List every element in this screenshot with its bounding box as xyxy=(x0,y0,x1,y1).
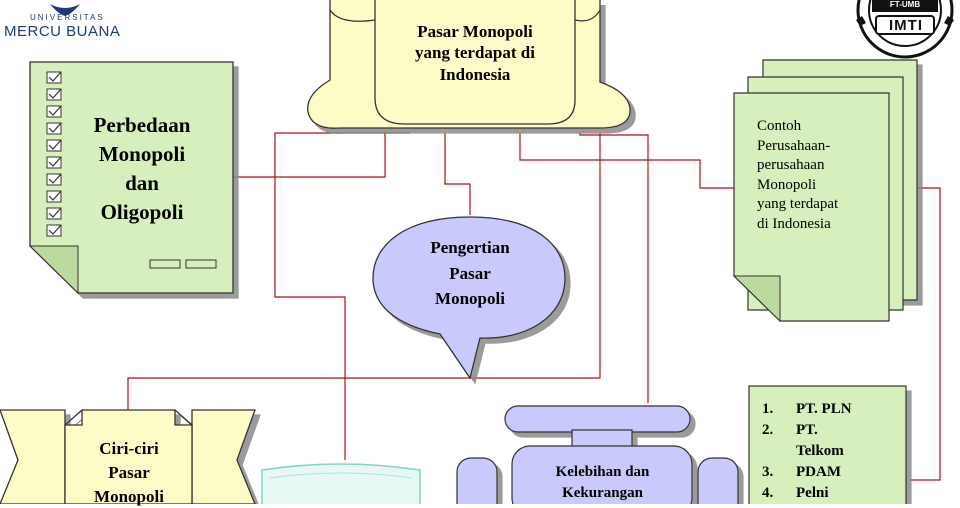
list-item-text: PT. xyxy=(796,422,818,438)
connector-to-bubble xyxy=(444,133,471,215)
connector-to-right-doc xyxy=(519,133,735,189)
list-item-text: Telkom xyxy=(796,443,844,459)
scroll-pasar-monopoli xyxy=(307,0,631,129)
doc-stack-contoh xyxy=(732,59,918,323)
label-kelebihan: Kelebihan dan Kekurangan xyxy=(555,464,650,501)
logo-right-name: IMTI xyxy=(889,17,923,34)
logo-right-fac: FT-UMB xyxy=(889,0,921,9)
connector-to-left-doc xyxy=(233,133,386,178)
connector-to-bottom-mid xyxy=(274,132,410,460)
list-item: 3. PDAM xyxy=(762,462,902,483)
label-perbedaan: Perbedaan Monopoli dan Oligopoli xyxy=(93,113,191,224)
connector-to-bottom-left xyxy=(127,133,601,413)
list-item-number: 2. xyxy=(762,422,774,438)
list-item-number xyxy=(762,441,796,462)
list-item: 1. PT. PLN xyxy=(762,399,902,420)
list-item-number: 3. xyxy=(762,464,774,480)
list-item-number: 1. xyxy=(762,401,774,417)
list-item-text: Pelni xyxy=(796,485,829,501)
label-contoh: Contoh Perusahaan- perusahaan Monopoli y… xyxy=(757,118,839,232)
list-item-number: 4. xyxy=(762,485,774,501)
checklist-icons xyxy=(46,71,62,237)
list-item-text: PDAM xyxy=(796,464,841,480)
list-item-text: PT. PLN xyxy=(796,401,852,417)
label-pasar-monopoli: Pasar Monopoli yang terdapat di Indonesi… xyxy=(415,22,535,84)
list-item: 2. PT. xyxy=(762,420,902,441)
banner-ciri-ciri xyxy=(0,409,256,504)
shape-bottom-mid xyxy=(261,463,421,504)
list-item: 4. Pelni xyxy=(762,483,902,504)
connector-to-bottom-center xyxy=(579,133,649,403)
logo-left-top-text: UNIVERSITAS xyxy=(30,13,105,22)
imti-gear-icon xyxy=(856,0,954,59)
company-list: 1. PT. PLN 2. PT. Telkom 3. PDAM 4. Pelni xyxy=(762,399,902,504)
shape-kelebihan xyxy=(456,405,739,504)
label-pengertian: Pengertian Pasar Monopoli xyxy=(430,238,510,308)
label-ciri-ciri: Ciri-ciri Pasar Monopoli xyxy=(94,439,164,506)
bubble-pengertian xyxy=(372,216,566,380)
doc-perbedaan xyxy=(28,61,234,295)
mercu-buana-logo-icon xyxy=(50,4,80,16)
logo-left-name: MERCU BUANA xyxy=(4,23,121,40)
list-item: Telkom xyxy=(762,441,902,462)
box-company-list xyxy=(748,385,907,504)
